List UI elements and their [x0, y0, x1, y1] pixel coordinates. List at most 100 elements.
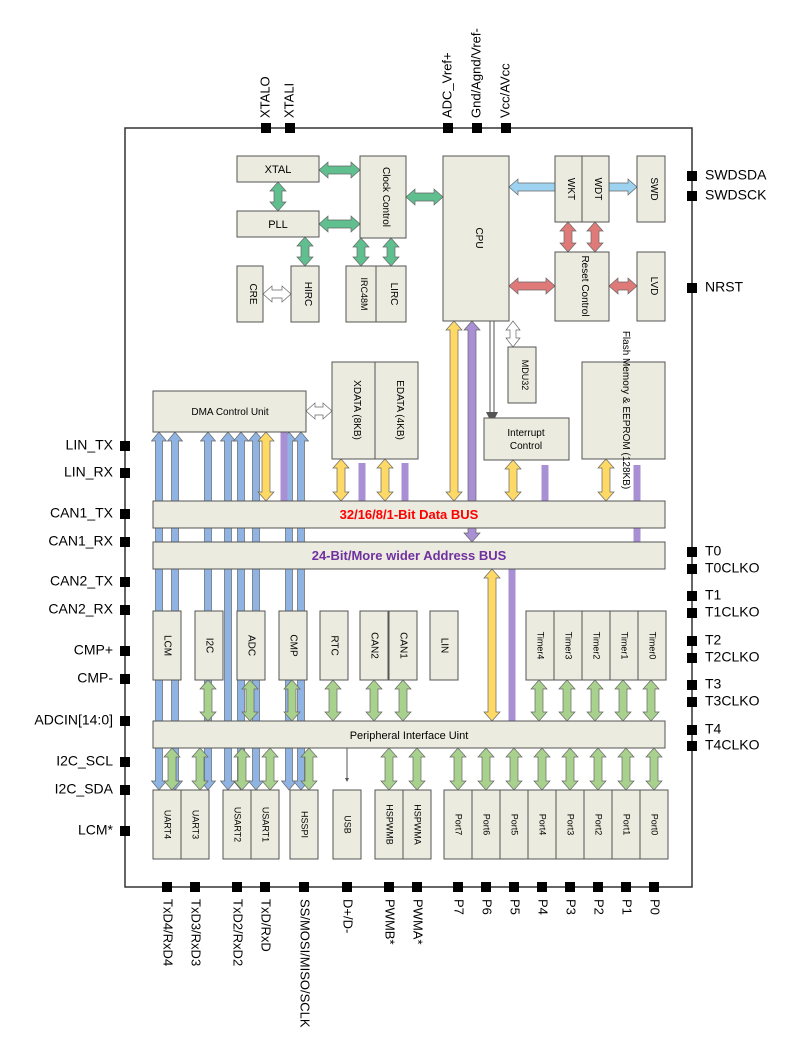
cmp-block: CMP: [278, 610, 308, 681]
bottom-pin-1: [190, 882, 200, 892]
pin-label-left-8: ADCIN[14:0]: [34, 712, 113, 728]
svg-text:LIRC: LIRC: [388, 283, 399, 306]
pin-label-right-1: SWDSCK: [705, 187, 767, 203]
wkt-block: WKT: [554, 155, 583, 223]
left-pin-4: [120, 577, 130, 587]
int-databus-arrow: [504, 459, 522, 502]
pin-label-right-12: T4CLKO: [705, 737, 760, 753]
svg-text:Port1: Port1: [622, 814, 632, 836]
bottom-pin-5: [342, 882, 352, 892]
periph-arrow-6: [530, 679, 548, 722]
port-block-1: Port1: [611, 789, 641, 860]
pin-label-bottom-6: PWMB*: [383, 899, 398, 945]
timer-block-4: Timer4: [525, 610, 555, 681]
svg-text:24-Bit/More wider Address BUS: 24-Bit/More wider Address BUS: [312, 548, 507, 563]
pin-label-vcc: Vcc/AVcc: [497, 63, 512, 118]
hirc-block: HIRC: [290, 265, 320, 323]
bottom-arrow-2: [233, 747, 251, 791]
svg-text:UART3: UART3: [191, 810, 201, 839]
svg-text:USART2: USART2: [233, 807, 243, 842]
interrupt-control-block: Interrupt Control: [483, 417, 570, 461]
right-pin-4: [687, 564, 697, 574]
port-block-0: Port0: [639, 789, 669, 860]
svg-text:HSPWMA: HSPWMA: [413, 804, 423, 845]
mdu32-block: MDU32: [507, 346, 537, 404]
wdt-block: WDT: [581, 155, 610, 223]
bottom-pin-7: [412, 882, 422, 892]
timer-block-0: Timer0: [637, 610, 667, 681]
pin-label-right-11: T4: [705, 721, 722, 737]
pin-label-bottom-11: P4: [536, 899, 551, 915]
bottom-arrow-13: [617, 747, 635, 791]
dma-databus-arrow: [257, 431, 275, 502]
right-pin-11: [687, 725, 697, 735]
edata-databus-arrow: [376, 458, 394, 502]
svg-text:IRC48M: IRC48M: [359, 277, 369, 310]
clock-cpu-arrow: [405, 188, 444, 206]
svg-text:Port0: Port0: [650, 814, 660, 836]
uart4-block: UART4: [152, 789, 182, 860]
reset-lvd-arrow: [608, 277, 638, 295]
svg-text:HSPWMB: HSPWMB: [385, 804, 395, 845]
bottom-arrow-9: [505, 747, 523, 791]
right-pin-0: [687, 171, 697, 181]
pin-label-gnd: Gnd/Agnd/Vref-: [468, 28, 483, 118]
right-pin-1: [687, 191, 697, 201]
hspwma-block: HSPWMA: [402, 789, 432, 860]
bottom-arrow-1: [191, 747, 209, 791]
clock-lirc-arrow: [382, 237, 400, 267]
periph-arrow-7: [558, 679, 576, 722]
pin-label-bottom-1: TxD3/RxD3: [189, 899, 204, 966]
usart1-block: USART1: [250, 789, 280, 860]
svg-text:HIRC: HIRC: [302, 282, 313, 306]
rtc-block: RTC: [319, 610, 349, 681]
right-pin-3: [687, 547, 697, 557]
svg-text:UART4: UART4: [163, 810, 173, 839]
lirc-block: LIRC: [375, 265, 407, 323]
bottom-arrow-3: [261, 747, 279, 791]
svg-text:USART1: USART1: [261, 807, 271, 842]
pin-label-left-1: LIN_RX: [64, 464, 114, 480]
cpu-block: CPU: [442, 155, 510, 322]
svg-text:WKT: WKT: [565, 178, 576, 200]
svg-text:Timer4: Timer4: [536, 632, 546, 660]
left-pin-3: [120, 537, 130, 547]
cpu-databus-arrow: [445, 320, 463, 502]
swd-block: SWD: [636, 155, 666, 223]
periph-arrow-1: [241, 679, 259, 722]
wkt-reset-arrow: [559, 221, 577, 253]
bottom-pin-4: [299, 882, 309, 892]
svg-text:Reset Control: Reset Control: [579, 255, 590, 316]
pin-label-right-3: T0: [705, 543, 722, 559]
pin-label-left-2: CAN1_TX: [50, 505, 114, 521]
reset-control-block: Reset Control: [554, 251, 610, 322]
svg-text:Port7: Port7: [454, 814, 464, 836]
svg-text:Flash Memory & EEPROM (128KB): Flash Memory & EEPROM (128KB): [620, 331, 631, 489]
svg-text:Control: Control: [510, 441, 542, 452]
bottom-pin-12: [565, 882, 575, 892]
port-block-4: Port4: [527, 789, 557, 860]
periph-arrow-2: [283, 679, 301, 722]
svg-text:Port4: Port4: [538, 814, 548, 836]
left-pin-10: [120, 785, 130, 795]
pin-label-adc-vref: ADC_Vref+: [439, 52, 454, 118]
peripheral-interface-bus: Peripheral Interface Uint: [152, 720, 666, 749]
svg-text:CMP: CMP: [287, 634, 298, 657]
bottom-arrow-10: [533, 747, 551, 791]
periph-arrow-3: [324, 679, 342, 722]
right-pin-7: [687, 636, 697, 646]
svg-text:EDATA (4KB): EDATA (4KB): [394, 380, 405, 440]
bottom-pin-14: [621, 882, 631, 892]
periph-arrow-0: [199, 679, 217, 722]
left-pin-8: [120, 716, 130, 726]
can1-block: CAN1: [388, 610, 418, 681]
svg-text:Peripheral Interface Uint: Peripheral Interface Uint: [350, 730, 469, 742]
data-bus: 32/16/8/1-Bit Data BUS: [152, 500, 666, 529]
i2c-block: I2C: [194, 610, 224, 681]
svg-text:Timer0: Timer0: [648, 632, 658, 660]
right-pin-10: [687, 697, 697, 707]
timer-block-2: Timer2: [581, 610, 611, 681]
pin-label-bottom-13: P2: [592, 899, 607, 915]
pin-label-right-2: NRST: [705, 279, 744, 295]
port-block-5: Port5: [499, 789, 529, 860]
